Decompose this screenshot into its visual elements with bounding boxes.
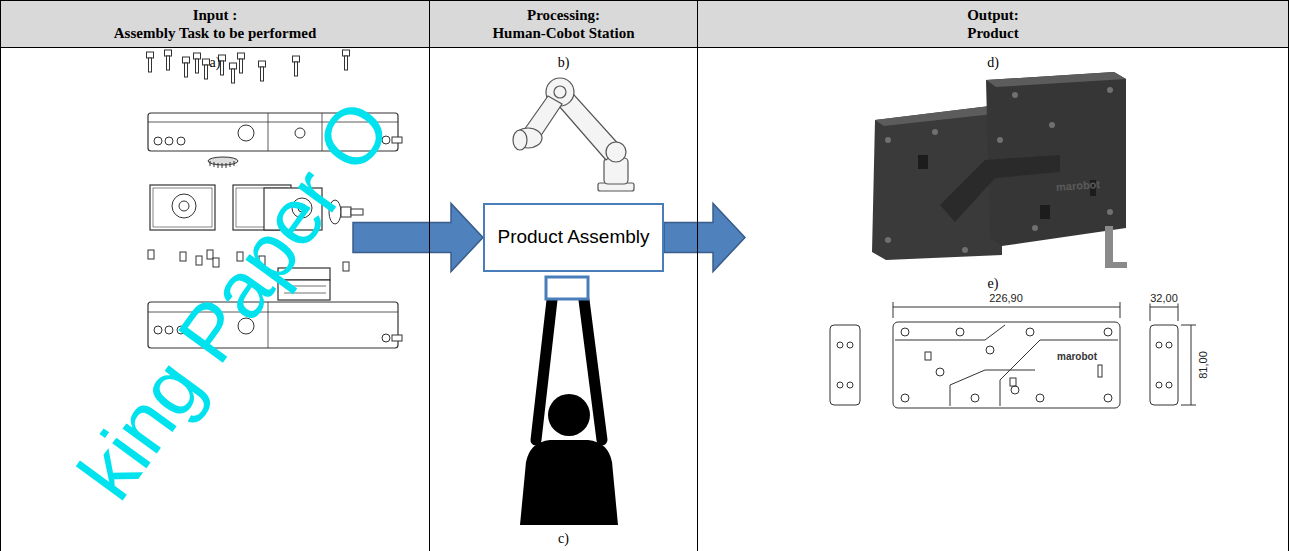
dimension-value: 32,00 <box>1148 293 1180 304</box>
panel-letter: a) <box>1 55 429 72</box>
header-subtitle: Human-Cobot Station <box>492 24 634 42</box>
header-subtitle: Assembly Task to be performed <box>114 24 317 42</box>
operator-figure <box>520 277 618 525</box>
header-cell: Input :Assembly Task to be performed <box>0 0 430 48</box>
header-title: Input : <box>193 6 238 24</box>
header-cell: Processing:Human-Cobot Station <box>430 0 698 48</box>
dimension-value: 226,90 <box>987 293 1025 304</box>
header-title: Processing: <box>527 6 600 24</box>
brand-text: marobot <box>1057 352 1097 362</box>
cobot-drawing <box>513 78 634 191</box>
header-title: Output: <box>967 6 1019 24</box>
panel-letter: c) <box>430 531 697 548</box>
header-cell: Output:Product <box>698 0 1289 48</box>
block-arrow <box>353 204 483 272</box>
header-subtitle: Product <box>967 24 1018 42</box>
panel-letter: b) <box>430 55 697 72</box>
technical-drawing <box>830 302 1196 408</box>
panel-letter: e) <box>698 276 1288 293</box>
process-box: Product Assembly <box>483 203 664 272</box>
panel-letter: d) <box>698 55 1288 72</box>
box-text: Product Assembly <box>489 226 657 249</box>
table-cell: b) c) Product Assembly <box>430 48 698 551</box>
dimension-value: 81,00 <box>1198 351 1209 379</box>
block-arrow <box>664 204 745 272</box>
product-render <box>872 72 1127 268</box>
